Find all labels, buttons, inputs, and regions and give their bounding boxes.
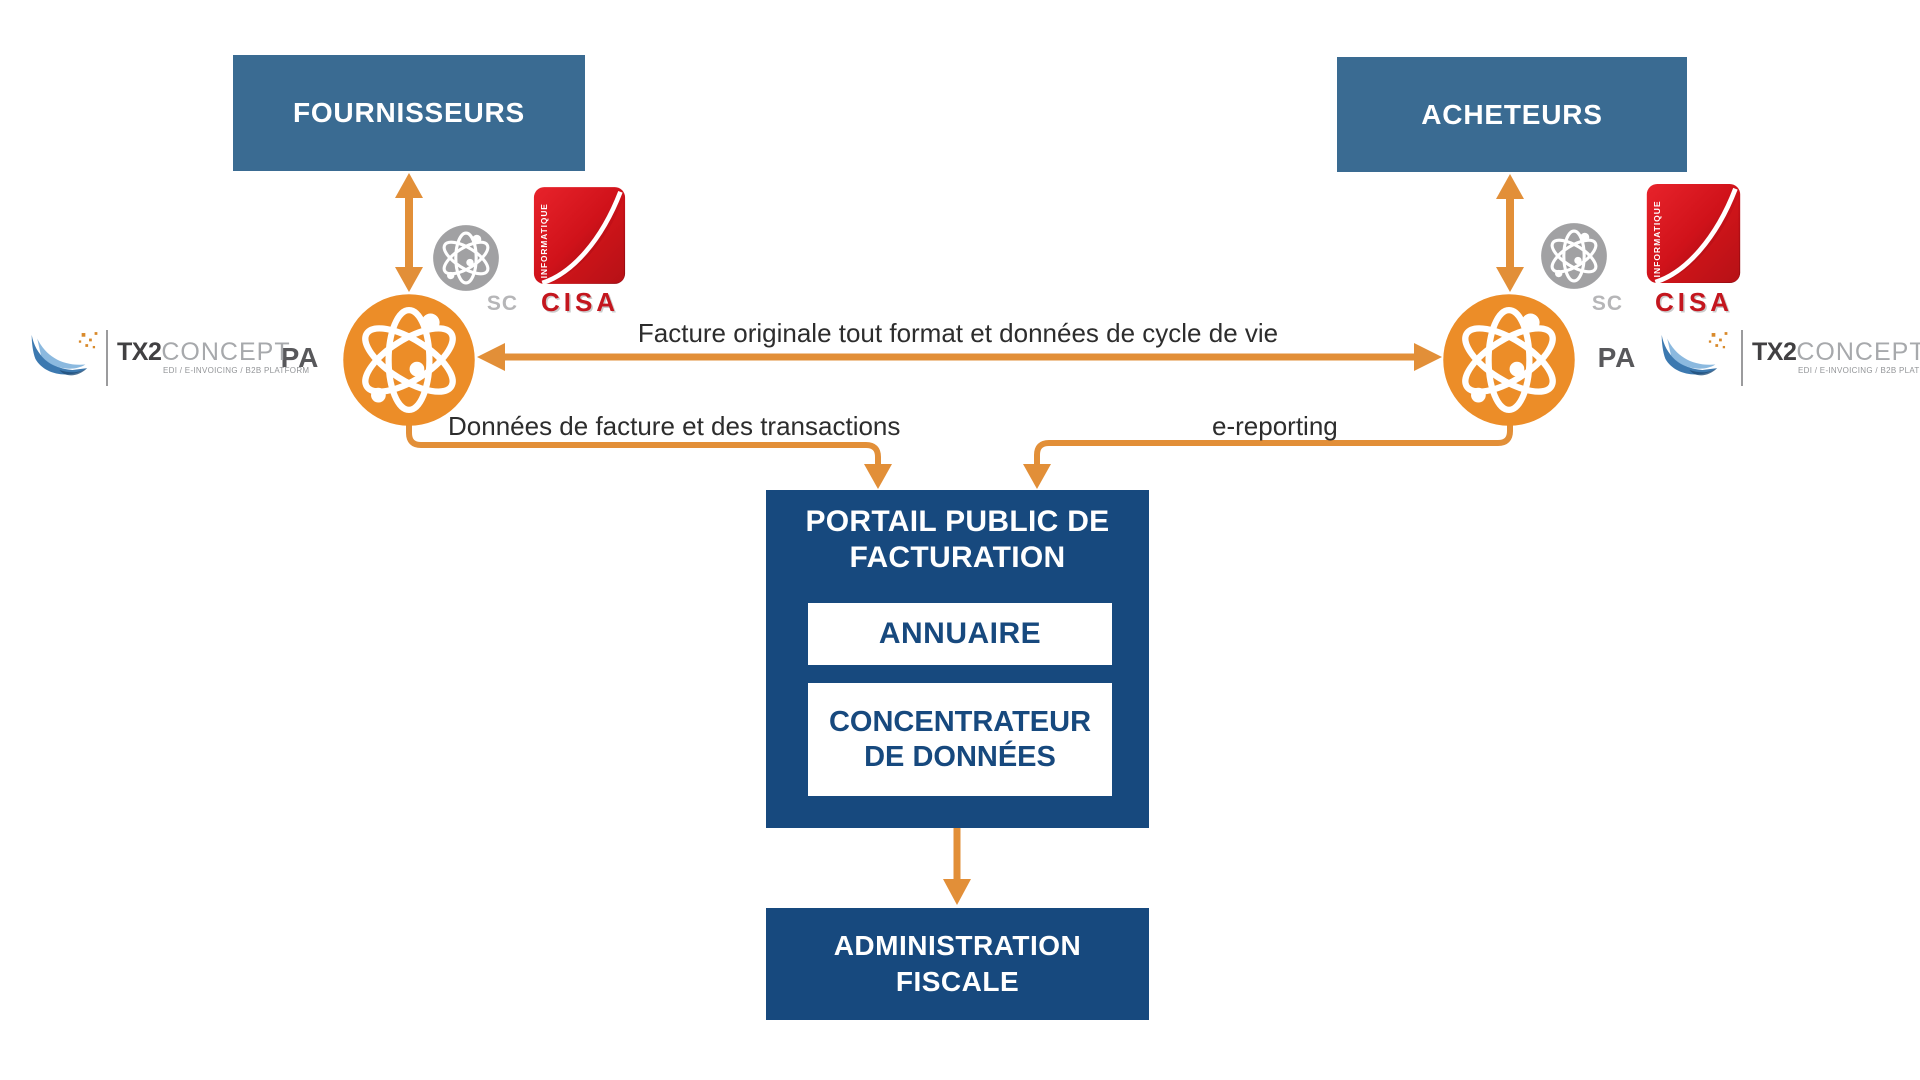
cisa-wordmark-left: CISA [540, 287, 620, 317]
concentrateur-box: CONCENTRATEUR DE DONNÉES [808, 683, 1112, 796]
tx2-tagline: EDI / E-INVOICING / B2B PLATFORM [163, 366, 310, 375]
cisa-logo-left [533, 186, 626, 285]
administration-fiscale-box: ADMINISTRATION FISCALE [766, 908, 1149, 1020]
pa-label-left: PA [280, 342, 320, 373]
sc-atom-icon-right [1540, 222, 1608, 290]
pdp-atom-icon-left [341, 292, 477, 428]
tx2-bold-text: TX2 [117, 338, 162, 366]
acheteurs-box: ACHETEURS [1337, 57, 1687, 172]
acheteurs-label: ACHETEURS [1421, 98, 1603, 130]
cisa-wordmark-right: CISA [1654, 287, 1734, 317]
tx2concept-swoosh-icon-right [1658, 328, 1732, 388]
sc-atom-icon-left [432, 224, 500, 292]
cisa-logo-right [1645, 183, 1742, 284]
portail-public-box: PORTAIL PUBLIC DE FACTURATION ANNUAIRE C… [766, 490, 1149, 828]
tx2concept-wordmark-left: TX2CONCEPT EDI / E-INVOICING / B2B PLATF… [117, 338, 310, 376]
concentrateur-label: CONCENTRATEUR DE DONNÉES [828, 705, 1092, 773]
pa-label-right: PA [1597, 342, 1637, 373]
flow-label-facture: Facture originale tout format et données… [637, 318, 1279, 348]
fournisseurs-label: FOURNISSEURS [292, 97, 526, 128]
tx2-light-text: CONCEPT [1796, 338, 1920, 366]
fournisseurs-box: FOURNISSEURS [233, 55, 585, 171]
tx2-light-text: CONCEPT [161, 338, 291, 366]
tx2concept-wordmark-right: TX2CONCEPT EDI / E-INVOICING / B2B PLATF… [1752, 338, 1920, 376]
sc-label-right: SC [1591, 292, 1624, 315]
administration-fiscale-label: ADMINISTRATION FISCALE [833, 929, 1082, 997]
tx2-tagline: EDI / E-INVOICING / B2B PLATFORM [1798, 366, 1920, 375]
sc-label-left: SC [486, 292, 519, 315]
tx2concept-swoosh-icon-left [28, 328, 102, 388]
flow-label-ereporting: e-reporting [1212, 411, 1338, 441]
annuaire-label: ANNUAIRE [878, 617, 1042, 650]
flow-label-donnees: Données de facture et des transactions [448, 411, 901, 441]
annuaire-box: ANNUAIRE [808, 603, 1112, 665]
portail-public-title: PORTAIL PUBLIC DE FACTURATION [805, 505, 1110, 574]
tx2-bold-text: TX2 [1752, 338, 1797, 366]
pdp-atom-icon-right [1441, 292, 1577, 428]
tx2concept-divider-left [106, 330, 108, 386]
tx2concept-divider-right [1741, 330, 1743, 386]
